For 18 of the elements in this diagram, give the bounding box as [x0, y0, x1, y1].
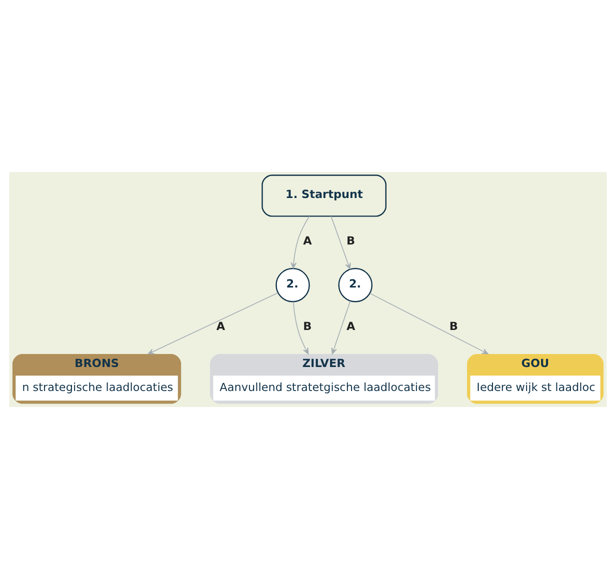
- node-circle: 2.: [276, 267, 310, 302]
- arrow: [292, 300, 309, 354]
- arrow: [370, 292, 488, 354]
- edge-label: A: [303, 234, 312, 247]
- arrow: [290, 215, 310, 268]
- node-box: ZILVER Aanvullend stratetgische laadlocaties: [210, 354, 438, 404]
- edge-label: B: [303, 320, 312, 333]
- arrow: [330, 215, 351, 269]
- arrow: [148, 292, 278, 354]
- edge-label: B: [449, 320, 458, 333]
- arrow: [331, 300, 351, 354]
- node-box: 1. Startpunt: [262, 174, 386, 216]
- edge-label: A: [216, 320, 226, 333]
- node-circle: 2.: [338, 267, 373, 302]
- edge-label: A: [346, 320, 356, 333]
- node-box: GOU Iedere wijk st laadloc: [467, 354, 604, 404]
- edge-label: B: [346, 234, 356, 247]
- node-box: BRONS n strategische laadlocaties: [12, 354, 182, 404]
